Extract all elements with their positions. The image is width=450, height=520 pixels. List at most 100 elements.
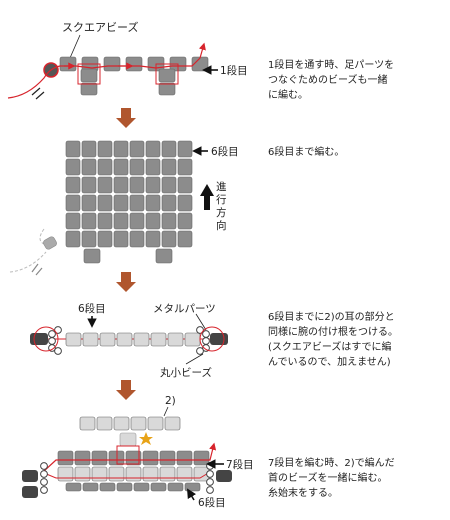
square-bead-light	[184, 332, 201, 347]
neck-bead	[164, 416, 181, 431]
square-bead	[159, 466, 176, 482]
square-bead	[150, 482, 167, 492]
row7-beads	[57, 450, 210, 492]
foot-beads-left	[80, 68, 98, 96]
ref2-leader	[163, 406, 169, 417]
down-arrow-3	[116, 380, 136, 400]
row7-label: 7段目	[226, 458, 254, 471]
square-bead-light	[167, 332, 184, 347]
square-bead	[65, 212, 81, 230]
square-beads-label: スクエアビーズ	[62, 20, 138, 34]
square-bead	[161, 194, 177, 212]
row6-bottom-pointer	[187, 488, 197, 501]
square-bead	[82, 482, 99, 492]
square-bead	[97, 194, 113, 212]
row6-bottom-label: 6段目	[198, 496, 226, 509]
row1-label: 1段目	[220, 64, 248, 77]
square-beads-leader	[69, 34, 81, 59]
square-bead	[177, 230, 193, 248]
leg-beads	[83, 248, 173, 264]
square-bead	[91, 466, 108, 482]
step1-figure: スクエアビーズ 1段目	[7, 20, 248, 100]
square-bead	[125, 56, 143, 72]
foot-beads-right	[158, 68, 176, 96]
square-bead	[97, 212, 113, 230]
square-bead	[176, 466, 193, 482]
square-bead	[97, 176, 113, 194]
square-bead	[103, 56, 121, 72]
square-bead	[99, 482, 116, 492]
neck-connector-bead	[119, 432, 137, 447]
thread-cut-mark	[31, 87, 45, 100]
square-bead	[113, 212, 129, 230]
square-bead	[81, 158, 97, 176]
row6-top-label: 6段目	[78, 302, 106, 315]
square-bead	[116, 482, 133, 492]
square-bead	[113, 140, 129, 158]
ref2-label: 2)	[165, 395, 176, 407]
square-bead	[177, 194, 193, 212]
row6-label: 6段目	[211, 145, 239, 158]
square-bead	[177, 158, 193, 176]
square-bead	[161, 158, 177, 176]
neck-bead	[130, 416, 147, 431]
square-bead	[59, 56, 77, 72]
square-bead	[133, 482, 150, 492]
square-bead-light	[150, 332, 167, 347]
round-beads-leader	[185, 353, 204, 365]
square-bead-light	[133, 332, 150, 347]
square-bead	[65, 140, 81, 158]
thread-path-step4	[43, 442, 217, 472]
square-bead	[97, 140, 113, 158]
neck-beads	[79, 416, 181, 431]
square-bead	[57, 450, 74, 466]
square-bead	[129, 158, 145, 176]
thread-lower	[43, 471, 211, 479]
square-bead	[161, 230, 177, 248]
square-bead	[113, 158, 129, 176]
square-bead	[81, 212, 97, 230]
step3-figure: 6段目 メタルパーツ 丸小ビーズ	[30, 302, 228, 379]
square-bead	[161, 212, 177, 230]
square-bead	[129, 230, 145, 248]
square-bead	[129, 194, 145, 212]
step1-description: 1段目を通す時、足パーツを つなぐためのビーズも一緒 に編む。	[268, 60, 395, 101]
down-arrow-1	[116, 108, 136, 128]
square-bead	[125, 466, 142, 482]
thread-path-step1	[7, 42, 206, 99]
square-bead	[65, 230, 81, 248]
square-bead	[74, 450, 91, 466]
star-mark	[139, 432, 153, 445]
square-bead	[113, 230, 129, 248]
step3-description: 6段目までに2)の耳の部分と 同様に腕の付け根をつける。 (スクエアビーズはすで…	[268, 312, 398, 368]
down-arrow-2	[116, 272, 136, 292]
thread-loop-right	[155, 63, 179, 85]
neck-bead	[147, 416, 164, 431]
square-bead	[81, 230, 97, 248]
square-bead	[145, 194, 161, 212]
square-bead	[177, 176, 193, 194]
direction-arrow	[200, 184, 214, 210]
arm-left-step4	[22, 462, 48, 498]
square-bead	[145, 158, 161, 176]
arm-joint-right	[196, 326, 228, 355]
square-bead	[129, 140, 145, 158]
metal-parts-leader	[195, 313, 207, 331]
step4-figure: 2) 7段目 6段目	[22, 395, 254, 509]
square-bead	[193, 450, 210, 466]
square-bead	[113, 194, 129, 212]
square-bead	[65, 158, 81, 176]
square-bead	[74, 466, 91, 482]
square-bead-light	[65, 332, 82, 347]
bead-grid-6rows	[65, 140, 193, 248]
step2-description: 6段目まで編む。	[268, 147, 345, 158]
diagram-canvas: スクエアビーズ 1段目	[7, 20, 254, 509]
square-bead	[176, 450, 193, 466]
square-bead	[81, 140, 97, 158]
square-bead	[65, 194, 81, 212]
round-small-beads-label: 丸小ビーズ	[160, 366, 212, 379]
arm-joint-left	[30, 326, 62, 355]
row6-beads-light	[65, 332, 201, 347]
square-bead	[125, 450, 142, 466]
square-bead	[97, 230, 113, 248]
